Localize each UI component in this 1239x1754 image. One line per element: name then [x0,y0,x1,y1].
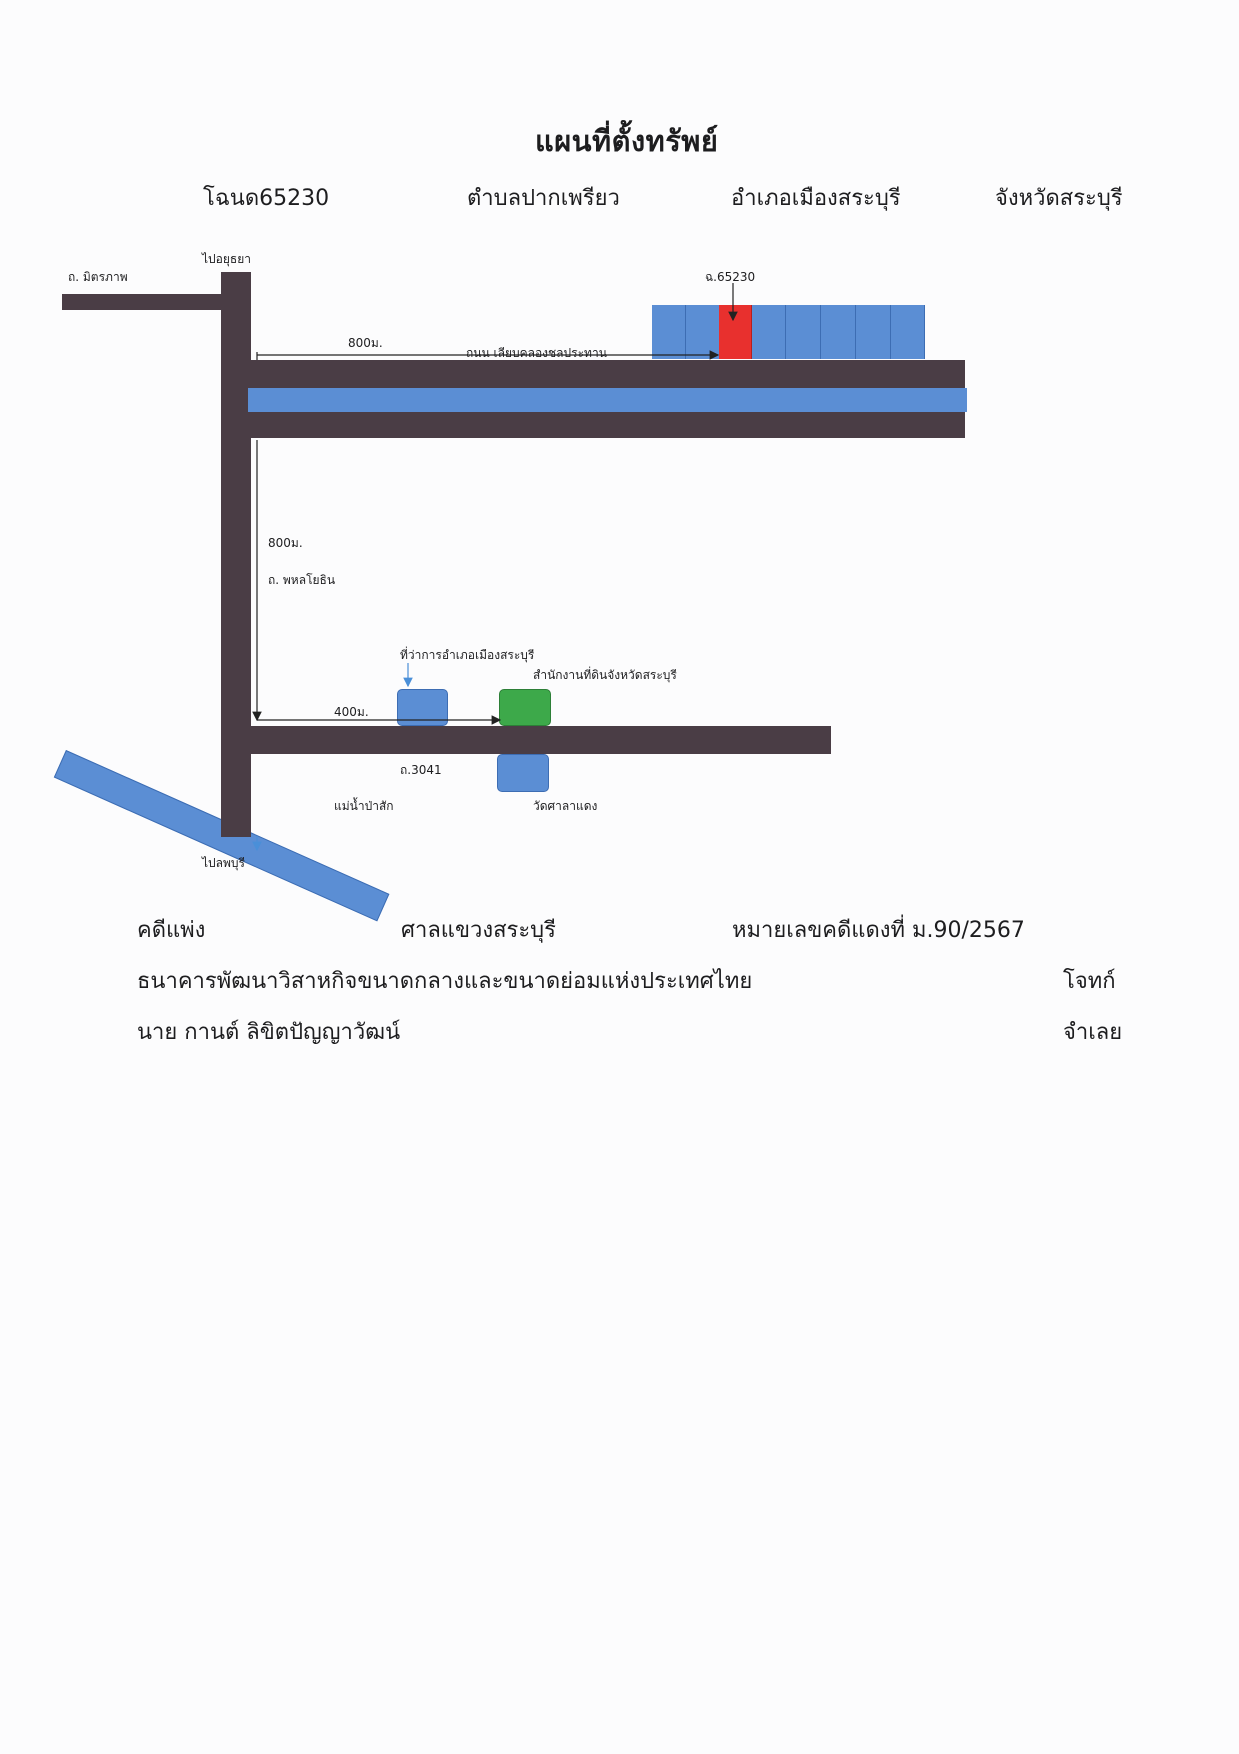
land-office-label: สำนักงานที่ดินจังหวัดสระบุรี [533,668,677,682]
page-title: แผนที่ตั้งทรัพย์ [535,124,719,158]
wat-sala-daeng-label: วัดศาลาแดง [533,799,598,813]
plot [856,305,891,359]
plot [891,305,925,359]
canal-road-upper [248,360,965,390]
defendant-role: จำเลย [1063,1020,1123,1045]
plot [786,305,821,359]
mittraphap-road-label: ถ. มิตรภาพ [68,270,128,284]
subject-plot-label: ฉ.65230 [705,270,756,284]
plot [821,305,856,359]
to-ayutthaya-label: ไปอยุธยา [202,252,251,266]
land-office-building [499,689,551,726]
distance-bottom-label: 400ม. [334,705,369,719]
defendant-name: นาย กานต์ ลิขิตปัญญาวัฒน์ [137,1020,401,1045]
irrigation-canal [248,388,967,412]
plaintiff-role: โจทก์ [1063,969,1116,994]
distance-vertical-label: 800ม. [268,536,303,550]
wat-sala-daeng-building [497,754,549,792]
mittraphap-road [62,294,232,310]
deed-number: โฉนด65230 [203,186,330,211]
case-type: คดีแพ่ง [137,918,206,943]
province: จังหวัดสระบุรี [995,186,1123,211]
plot [686,305,720,359]
canal-road-lower [248,411,965,438]
phahonyothin-road-label: ถ. พหลโยธิน [268,573,336,587]
canal-road-label: ถนน เลียบคลองชลประทาน [466,346,607,360]
to-lopburi-label: ไปลพบุรี [202,856,245,870]
phahonyothin-road [221,272,251,837]
road-3041-label: ถ.3041 [400,763,442,777]
plot [652,305,686,359]
plot [752,305,786,359]
district: อำเภอเมืองสระบุรี [731,186,901,211]
case-number: หมายเลขคดีแดงที่ ม.90/2567 [732,918,1025,943]
pasak-river-label: แม่น้ำป่าสัก [334,799,394,813]
court-name: ศาลแขวงสระบุรี [401,918,556,943]
subdistrict: ตำบลปากเพรียว [467,186,620,211]
road-3041 [248,726,831,754]
district-office-label: ที่ว่าการอำเภอเมืองสระบุรี [400,648,535,662]
plaintiff-name: ธนาคารพัฒนาวิสาหกิจขนาดกลางและขนาดย่อมแห… [137,969,753,994]
distance-top-label: 800ม. [348,336,383,350]
